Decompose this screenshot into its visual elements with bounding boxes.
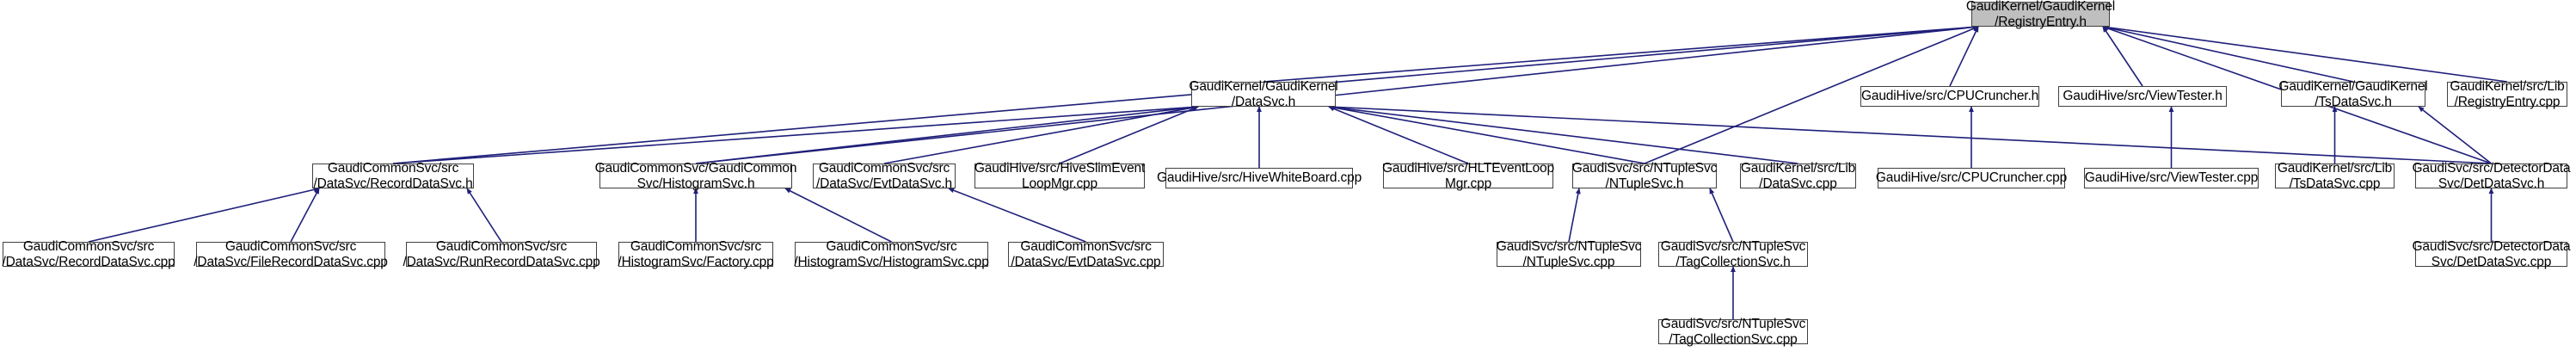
graph-node-cpucruncher_h[interactable]: GaudiHive/src/CPUCruncher.h	[1860, 86, 2039, 107]
graph-node-datasvc_cpp[interactable]: GaudiKernel/src/Lib /DataSvc.cpp	[1740, 161, 1856, 191]
graph-node-tsdatasvc_cpp[interactable]: GaudiKernel/src/Lib /TsDataSvc.cpp	[2275, 161, 2395, 191]
graph-edge	[290, 188, 320, 243]
graph-node-detdatasvc_cpp[interactable]: GaudiSvc/src/DetectorData Svc/DetDataSvc…	[2412, 239, 2571, 269]
graph-node-ntuplesvc_cpp[interactable]: GaudiSvc/src/NTupleSvc /NTupleSvc.cpp	[1496, 239, 1642, 269]
graph-edge	[784, 188, 892, 243]
graph-edge	[1328, 106, 1469, 164]
graph-edge	[883, 105, 1199, 164]
graph-node-evtdatasvc_cpp[interactable]: GaudiCommonSvc/src /DataSvc/EvtDataSvc.c…	[1008, 239, 1164, 269]
graph-edge	[1059, 106, 1199, 164]
graph-edge	[1263, 24, 1979, 83]
graph-edge	[2418, 106, 2492, 164]
graph-node-datasvc_h[interactable]: GaudiKernel/GaudiKernel /DataSvc.h	[1189, 79, 1338, 109]
graph-node-tagcollectionsvc_cpp[interactable]: GaudiSvc/src/NTupleSvc /TagCollectionSvc…	[1658, 317, 1808, 347]
graph-node-cpucruncher_cpp[interactable]: GaudiHive/src/CPUCruncher.cpp	[1876, 168, 2067, 188]
graph-node-histogramfactory_cpp[interactable]: GaudiCommonSvc/src /HistogramSvc/Factory…	[618, 239, 774, 269]
graph-edge	[1328, 104, 1798, 164]
graph-node-recorddatasvc_cpp[interactable]: GaudiCommonSvc/src /DataSvc/RecordDataSv…	[2, 239, 175, 269]
graph-node-registryentry_cpp[interactable]: GaudiKernel/src/Lib /RegistryEntry.cpp	[2447, 79, 2567, 109]
graph-edge	[1328, 105, 1645, 164]
graph-edge	[948, 188, 1086, 243]
graph-node-tagcollectionsvc_h[interactable]: GaudiSvc/src/NTupleSvc /TagCollectionSvc…	[1658, 239, 1808, 269]
graph-node-evtdatasvc_h[interactable]: GaudiCommonSvc/src /DataSvc/EvtDataSvc.h	[813, 161, 956, 191]
graph-node-hiveslimeventloopmgr[interactable]: GaudiHive/src/HiveSlimEvent LoopMgr.cpp	[974, 161, 1146, 191]
graph-edge	[2102, 25, 2354, 83]
graph-node-hlteventloopmgr_cpp[interactable]: GaudiHive/src/HLTEventLoop Mgr.cpp	[1382, 161, 1554, 191]
graph-node-viewtester_h[interactable]: GaudiHive/src/ViewTester.h	[2058, 86, 2227, 107]
graph-node-viewtester_cpp[interactable]: GaudiHive/src/ViewTester.cpp	[2084, 168, 2259, 188]
graph-node-registryentry_h: GaudiKernel/GaudiKernel /RegistryEntry.h	[1965, 0, 2116, 29]
graph-node-runrecorddatasvc_cpp[interactable]: GaudiCommonSvc/src /DataSvc/RunRecordDat…	[403, 239, 600, 269]
graph-edge	[392, 104, 1199, 164]
graph-edge	[1568, 188, 1581, 243]
graph-edge	[2102, 24, 2508, 83]
graph-node-recorddatasvc_h[interactable]: GaudiCommonSvc/src /DataSvc/RecordDataSv…	[312, 161, 474, 191]
graph-node-histogramsvc_cpp[interactable]: GaudiCommonSvc/src /HistogramSvc/Histogr…	[794, 239, 989, 269]
graph-node-histogramsvc_h[interactable]: GaudiCommonSvc/GaudiCommon Svc/Histogram…	[594, 161, 797, 191]
graph-node-ntuplesvc_h[interactable]: GaudiSvc/src/NTupleSvc /NTupleSvc.h	[1571, 161, 1718, 191]
graph-edge	[695, 104, 1199, 164]
graph-edge	[1328, 104, 2492, 164]
graph-edge	[1709, 188, 1734, 243]
graph-edge	[1949, 26, 1979, 87]
graph-node-filerecorddatasvc_cpp[interactable]: GaudiCommonSvc/src /DataSvc/FileRecordDa…	[194, 239, 388, 269]
graph-edge	[2102, 26, 2143, 87]
graph-edge	[88, 187, 320, 243]
graph-node-tsdatasvc_h[interactable]: GaudiKernel/GaudiKernel /TsDataSvc.h	[2278, 79, 2428, 109]
graph-node-hivewhiteboard_cpp[interactable]: GaudiHive/src/HiveWhiteBoard.cpp	[1157, 168, 1362, 188]
graph-edge	[466, 188, 502, 243]
graph-node-detdatasvc_h[interactable]: GaudiSvc/src/DetectorData Svc/DetDataSvc…	[2412, 161, 2571, 191]
graph-edge	[392, 24, 1979, 164]
